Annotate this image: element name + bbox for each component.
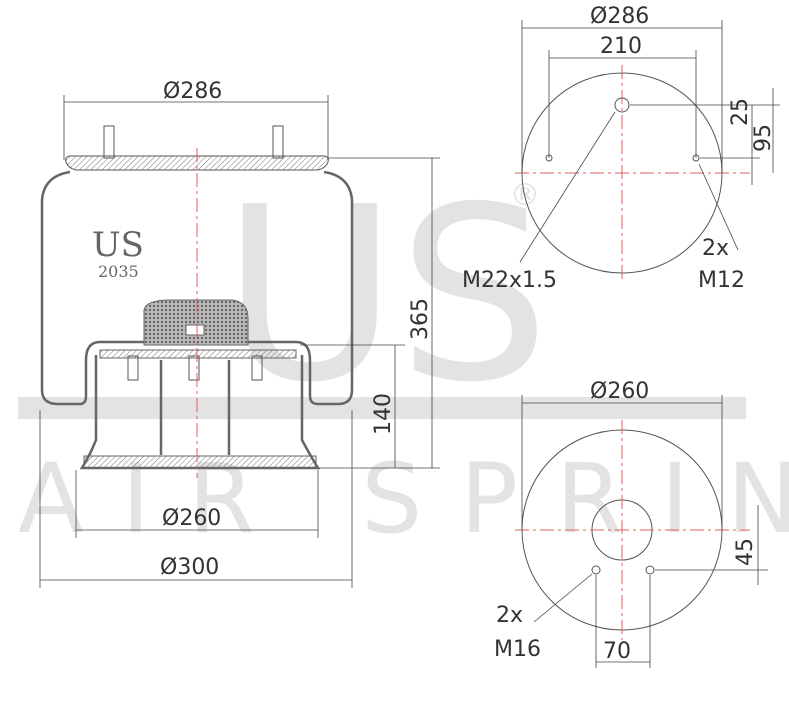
leader-line (698, 163, 739, 251)
bolt (188, 355, 200, 381)
mount-hole (591, 565, 601, 575)
center-thread-hole (614, 97, 630, 113)
piston-base (83, 455, 317, 469)
dim-height: 365 (408, 298, 433, 340)
leader-line (519, 111, 616, 263)
label-hole-count: 2x (496, 603, 523, 628)
dim-hole-spacing: 70 (603, 639, 631, 664)
dim-top-diameter: Ø286 (163, 79, 222, 104)
watermark: US ® AIR SPRING (18, 155, 789, 555)
stud-right (272, 125, 284, 159)
label-stud-count: 2x (702, 236, 729, 261)
piston-plate (99, 349, 297, 359)
label-model: 2035 (98, 262, 139, 281)
mount-hole (645, 565, 655, 575)
dim-hole-offset: 45 (733, 538, 758, 566)
dim-stud-spacing: 210 (600, 34, 642, 59)
dim-bottom-diameter: Ø260 (590, 379, 649, 404)
label-stud-thread: M12 (698, 268, 745, 293)
watermark-brand: US (222, 155, 550, 435)
top-plate-view: Ø286 210 25 95 M22x1.5 2x M12 (462, 4, 780, 293)
dim-piston-height: 140 (371, 393, 396, 435)
bolt (127, 355, 139, 381)
watermark-band (18, 397, 746, 419)
dim-offset-center: 25 (728, 98, 753, 126)
label-center-thread: M22x1.5 (462, 268, 557, 293)
dim-offset-studs: 95 (751, 124, 776, 152)
stud-left (103, 125, 115, 159)
dim-max-diameter: Ø300 (160, 555, 219, 580)
label-brand: US (92, 225, 144, 265)
bolt (251, 355, 263, 381)
top-plate (65, 155, 329, 171)
dim-plate-diameter: Ø286 (590, 4, 649, 29)
leader-line (533, 573, 593, 623)
bumper (143, 299, 249, 346)
dim-piston-diameter: Ø260 (162, 506, 221, 531)
side-view: US 2035 Ø286 365 140 Ø260 Ø300 (39, 79, 440, 588)
bumper-insert (185, 324, 205, 336)
label-hole-thread: M16 (494, 637, 541, 662)
bottom-view: Ø260 45 70 2x M16 (494, 379, 768, 668)
